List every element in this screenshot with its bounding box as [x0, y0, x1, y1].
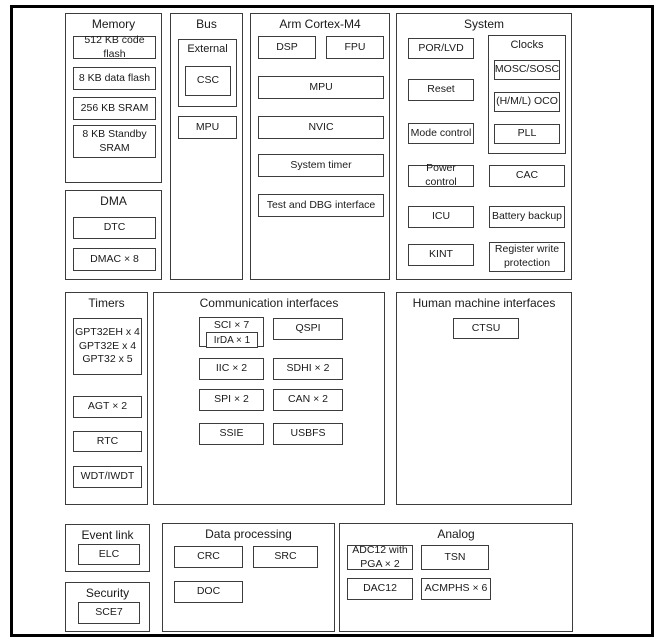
- dma-title: DMA: [100, 194, 127, 208]
- box-battery-backup: Battery backup: [489, 206, 565, 228]
- box-ssie: SSIE: [199, 423, 264, 445]
- box-reset: Reset: [408, 79, 474, 101]
- clocks-title: Clocks: [510, 39, 544, 51]
- box-mode-control: Mode control: [408, 123, 474, 144]
- security-title: Security: [85, 586, 130, 600]
- hmi-title: Human machine interfaces: [412, 296, 556, 310]
- box-csc: CSC: [185, 66, 231, 96]
- box-dmac: DMAC × 8: [73, 248, 156, 271]
- box-can: CAN × 2: [273, 389, 343, 411]
- system-block: System POR/LVD Reset Mode control Power …: [396, 13, 572, 280]
- box-data-flash: 8 KB data flash: [73, 67, 156, 90]
- event-link-title: Event link: [81, 528, 134, 542]
- box-tsn: TSN: [421, 545, 489, 570]
- box-qspi: QSPI: [273, 318, 343, 340]
- box-irda: IrDA × 1: [206, 332, 258, 348]
- memory-block: Memory 512 KB code flash 8 KB data flash…: [65, 13, 162, 183]
- hmi-block: Human machine interfaces CTSU: [396, 292, 572, 505]
- box-gpt: GPT32EH x 4 GPT32E x 4 GPT32 x 5: [73, 318, 142, 375]
- security-block: Security SCE7: [65, 582, 150, 632]
- box-mosc-sosc: MOSC/SOSC: [494, 60, 560, 80]
- analog-title: Analog: [437, 527, 475, 541]
- analog-block: Analog ADC12 with PGA × 2 TSN DAC12 ACMP…: [339, 523, 573, 632]
- box-sci: SCI × 7 IrDA × 1: [199, 317, 264, 348]
- box-spi: SPI × 2: [199, 389, 264, 411]
- box-src: SRC: [253, 546, 318, 568]
- box-power-control: Power control: [408, 162, 474, 188]
- box-sce7: SCE7: [78, 602, 140, 624]
- box-adc12: ADC12 with PGA × 2: [347, 544, 413, 570]
- event-link-block: Event link ELC: [65, 524, 150, 572]
- box-dsp: DSP: [258, 36, 316, 59]
- box-rtc: RTC: [73, 431, 142, 452]
- box-doc: DOC: [174, 581, 243, 603]
- box-wdt-iwdt: WDT/IWDT: [73, 466, 142, 488]
- sci-label: SCI × 7: [213, 319, 250, 331]
- box-dtc: DTC: [73, 217, 156, 239]
- box-acmphs: ACMPHS × 6: [421, 578, 491, 600]
- box-standby-sram: 8 KB Standby SRAM: [73, 125, 156, 158]
- bus-external-group: External CSC: [178, 39, 237, 107]
- box-system-timer: System timer: [258, 154, 384, 177]
- bus-title: Bus: [196, 17, 217, 31]
- cortex-title: Arm Cortex-M4: [279, 17, 361, 31]
- cortex-block: Arm Cortex-M4 DSP FPU MPU NVIC System ti…: [250, 13, 390, 280]
- box-cac: CAC: [489, 165, 565, 187]
- box-sram: 256 KB SRAM: [73, 97, 156, 120]
- box-kint: KINT: [408, 244, 474, 266]
- memory-title: Memory: [91, 17, 136, 31]
- data-processing-block: Data processing CRC SRC DOC: [162, 523, 335, 632]
- box-por-lvd: POR/LVD: [408, 38, 474, 59]
- box-sdhi: SDHI × 2: [273, 358, 343, 380]
- box-test-dbg: Test and DBG interface: [258, 194, 384, 217]
- diagram-frame: [10, 5, 654, 637]
- box-usbfs: USBFS: [273, 423, 343, 445]
- box-iic: IIC × 2: [199, 358, 264, 380]
- box-dac12: DAC12: [347, 578, 413, 600]
- bus-external-label: External: [187, 43, 228, 55]
- box-agt: AGT × 2: [73, 396, 142, 418]
- box-code-flash: 512 KB code flash: [73, 34, 156, 60]
- comm-block: Communication interfaces SCI × 7 IrDA × …: [153, 292, 385, 505]
- box-register-write-protection: Register write protection: [489, 242, 565, 272]
- system-title: System: [463, 17, 504, 31]
- box-bus-mpu: MPU: [178, 116, 237, 139]
- dma-block: DMA DTC DMAC × 8: [65, 190, 162, 280]
- timers-title: Timers: [88, 296, 125, 310]
- box-nvic: NVIC: [258, 116, 384, 139]
- box-crc: CRC: [174, 546, 243, 568]
- comm-title: Communication interfaces: [199, 296, 339, 310]
- box-fpu: FPU: [326, 36, 384, 59]
- box-ctsu: CTSU: [453, 318, 519, 339]
- data-processing-title: Data processing: [205, 527, 292, 541]
- box-icu: ICU: [408, 206, 474, 228]
- box-oco: (H/M/L) OCO: [494, 92, 560, 112]
- box-elc: ELC: [78, 544, 140, 565]
- timers-block: Timers GPT32EH x 4 GPT32E x 4 GPT32 x 5 …: [65, 292, 148, 505]
- bus-block: Bus External CSC MPU: [170, 13, 243, 280]
- clocks-group: Clocks MOSC/SOSC (H/M/L) OCO PLL: [488, 35, 566, 154]
- box-cortex-mpu: MPU: [258, 76, 384, 99]
- box-pll: PLL: [494, 124, 560, 144]
